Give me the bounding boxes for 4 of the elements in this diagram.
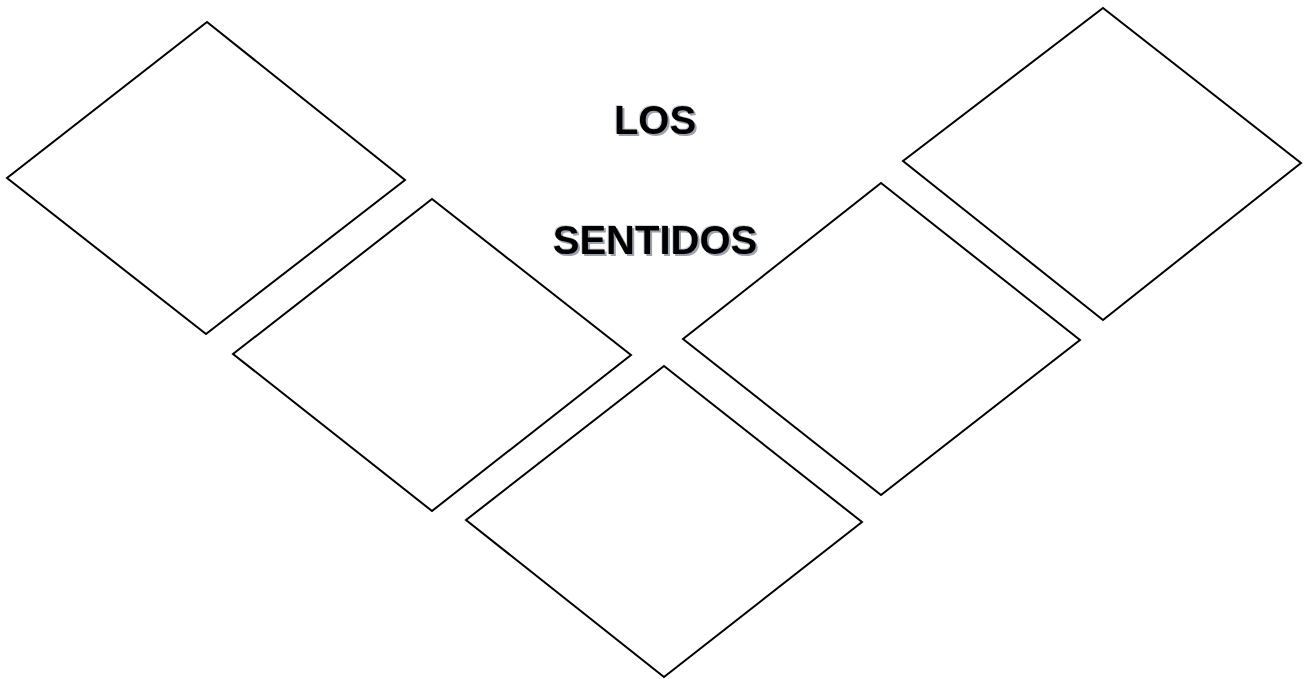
- diamond-shape: [903, 8, 1301, 320]
- title: LOS SENTIDOS: [551, 97, 759, 264]
- diamond-shape: [466, 366, 862, 677]
- diamond-shape: [7, 22, 405, 334]
